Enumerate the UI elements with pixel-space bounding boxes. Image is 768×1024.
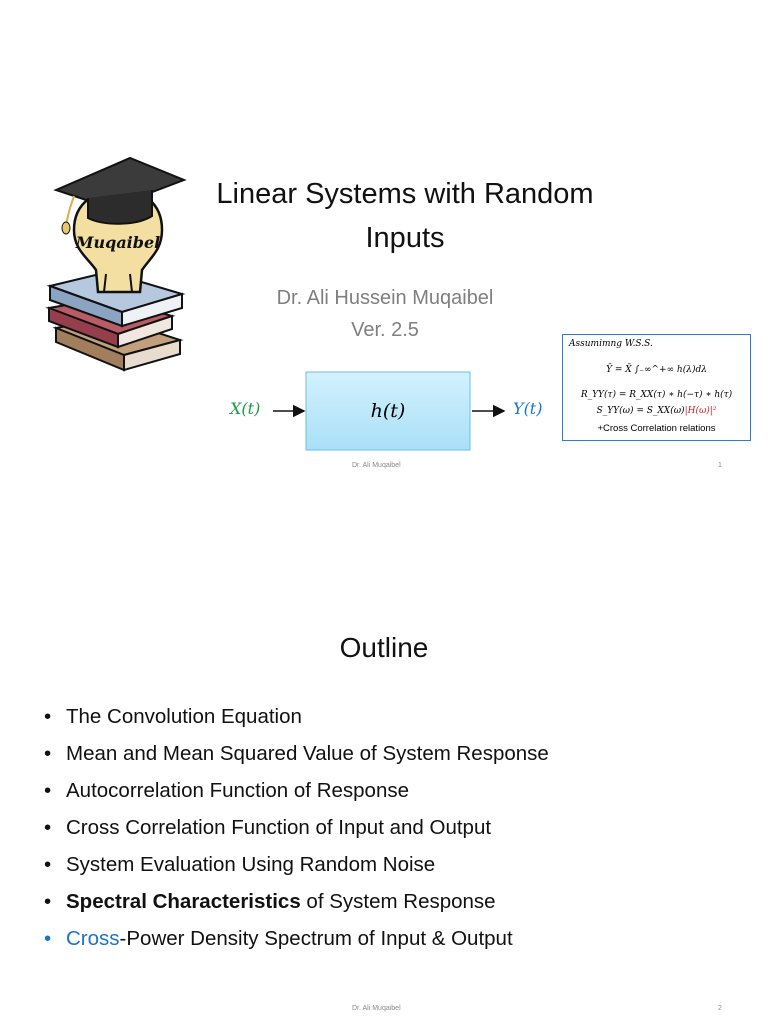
- slide-subtitle: Dr. Ali Hussein Muqaibel Ver. 2.5: [200, 282, 570, 346]
- graduation-books-logo: Muqaibel: [45, 156, 187, 372]
- page-number: 2: [718, 1005, 722, 1012]
- title-line-1: Linear Systems with Random: [216, 178, 594, 210]
- outline-list: •The Convolution Equation •Mean and Mean…: [44, 698, 549, 957]
- list-item: •Mean and Mean Squared Value of System R…: [44, 735, 549, 772]
- cross-correlation-note: +Cross Correlation relations: [597, 423, 716, 434]
- outline-title: Outline: [339, 632, 429, 663]
- highlighted-word: Cross: [66, 927, 120, 950]
- page-number: 1: [718, 462, 722, 469]
- wss-equations-box: Assumimng W.S.S. Ȳ = X̄ ∫₋∞^+∞ h(λ)dλ R_…: [562, 334, 751, 441]
- list-item: •The Convolution Equation: [44, 698, 549, 735]
- bullet-dot: •: [44, 705, 52, 728]
- author-name: Dr. Ali Hussein Muqaibel: [276, 287, 494, 309]
- system-box: [305, 371, 471, 451]
- slide-1: Muqaibel Linear Systems with Random Inpu…: [45, 156, 751, 469]
- system-label: h(t): [370, 400, 406, 422]
- psd-equation-gain: |H(ω)|²: [684, 406, 717, 416]
- title-line-2: Inputs: [365, 222, 445, 254]
- list-item: •Spectral Characteristics of System Resp…: [44, 883, 549, 920]
- output-signal-label: Y(t): [513, 399, 543, 418]
- bullet-dot: •: [44, 742, 52, 765]
- bullet-dot: •: [44, 816, 52, 839]
- psd-equation-left: S_YY(ω) = S_XX(ω): [596, 406, 685, 416]
- bullet-dot: •: [44, 927, 52, 950]
- slide-2: Outline •The Convolution Equation •Mean …: [0, 512, 768, 1024]
- version-label: Ver. 2.5: [351, 319, 419, 341]
- footer-author: Dr. Ali Muqaibel: [352, 1005, 401, 1012]
- bold-phrase: Spectral Characteristics: [66, 890, 301, 913]
- mean-equation: Ȳ = X̄ ∫₋∞^+∞ h(λ)dλ: [606, 365, 707, 375]
- psd-equation: S_YY(ω) = S_XX(ω)|H(ω)|²: [563, 406, 750, 416]
- input-signal-label: X(t): [230, 399, 261, 418]
- list-item: •Cross-Power Density Spectrum of Input &…: [44, 920, 549, 957]
- list-item: •Cross Correlation Function of Input and…: [44, 809, 549, 846]
- bullet-dot: •: [44, 779, 52, 802]
- system-block-diagram: [273, 371, 506, 451]
- wss-heading: Assumimng W.S.S.: [569, 339, 653, 349]
- list-item: •System Evaluation Using Random Noise: [44, 846, 549, 883]
- footer-author: Dr. Ali Muqaibel: [352, 462, 401, 469]
- list-item: •Autocorrelation Function of Response: [44, 772, 549, 809]
- logo-text: Muqaibel: [75, 233, 160, 252]
- bullet-dot: •: [44, 890, 52, 913]
- slide-title: Linear Systems with Random Inputs: [195, 172, 615, 260]
- autocorrelation-equation: R_YY(τ) = R_XX(τ) ∗ h(−τ) ∗ h(τ): [580, 390, 733, 400]
- bullet-dot: •: [44, 853, 52, 876]
